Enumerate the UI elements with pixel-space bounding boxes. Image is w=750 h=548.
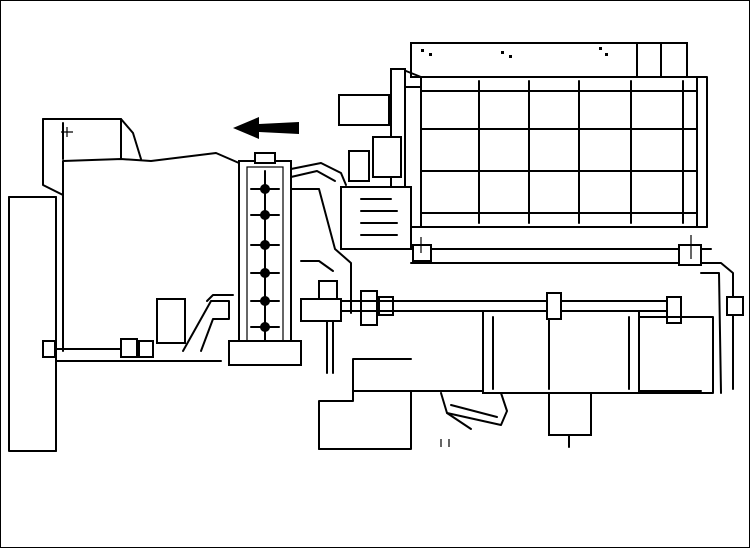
direction-arrow xyxy=(233,117,299,139)
housing-rails xyxy=(410,226,734,390)
mounting-bracket xyxy=(42,294,234,358)
evaporator-cage xyxy=(400,42,708,228)
bottom-outlet xyxy=(440,392,592,448)
blower-motor xyxy=(338,68,422,250)
heater-core xyxy=(228,152,347,366)
dashboard-body xyxy=(8,118,240,452)
lower-case xyxy=(482,272,744,394)
